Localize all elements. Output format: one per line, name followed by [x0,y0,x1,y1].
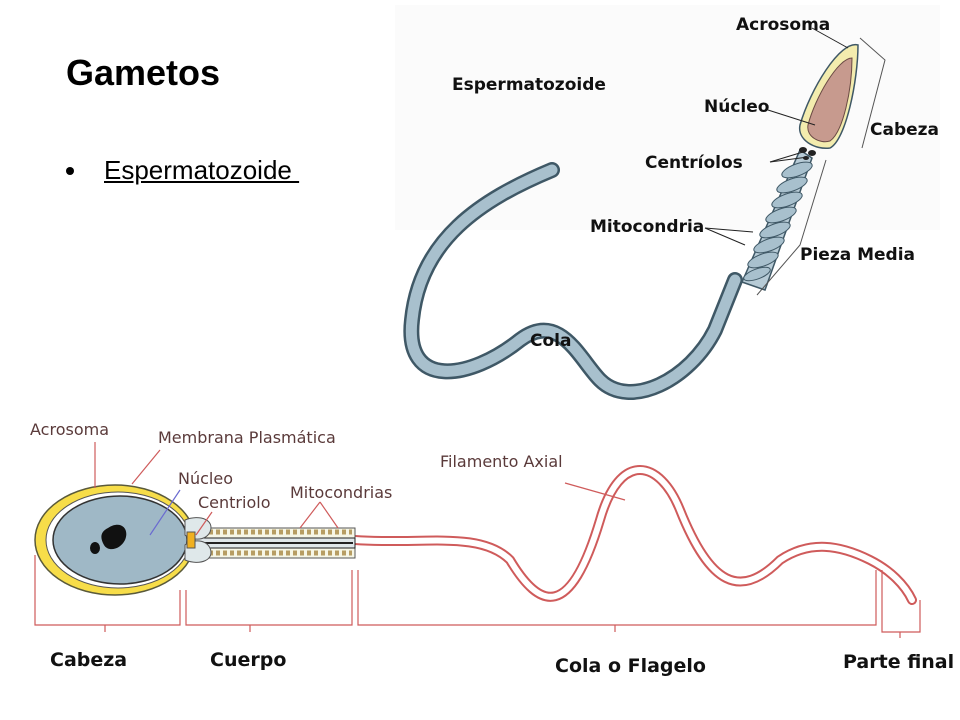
top-centrioles [799,147,816,160]
top-label-acrosoma: Acrosoma [736,15,830,35]
slide-title: Gametos [66,52,221,93]
bottom-flagellum-outline [350,465,917,605]
bottom-label-nucleo: Núcleo [178,469,233,488]
top-label-nucleo: Núcleo [704,97,769,117]
bottom-membrana-leader [131,449,161,485]
top-nucleo-leader [767,109,816,126]
section-label-cuerpo: Cuerpo [210,649,286,671]
bottom-mitocondrias-leader-1 [299,501,321,529]
top-centriolos-leader-2 [769,156,809,163]
bottom-midpiece [189,527,356,559]
section-label-cola: Cola o Flagelo [555,655,706,677]
bottom-label-filamento: Filamento Axial [440,452,563,471]
bottom-head [34,484,196,596]
top-diagram: Espermatozoide Acrosoma Núcleo Cabeza Ce… [395,5,940,400]
bracket-cola [357,570,877,632]
bottom-centriole [184,517,212,563]
top-diagram-bg [395,5,940,230]
bottom-nucleus-spot [101,524,127,550]
section-label-parte-final: Parte final [843,651,954,673]
bottom-flagellum [352,467,915,603]
top-label-pieza-media: Pieza Media [800,245,915,265]
bullet-item: Espermatozoide [66,155,299,186]
bottom-filamento-leader [564,482,626,501]
bottom-label-mitocondrias: Mitocondrias [290,483,392,502]
top-acrosoma-leader [811,27,849,49]
bottom-label-membrana: Membrana Plasmática [158,428,336,447]
bottom-diagram: Acrosoma Membrana Plasmática Núcleo Cent… [30,420,954,677]
top-centriolos-leader-1 [769,151,804,163]
bottom-label-acrosoma: Acrosoma [30,420,109,439]
top-mitocondria-leader-2 [704,227,746,246]
bottom-centriolo-leader [195,511,213,536]
cabeza-bracket [859,37,886,149]
bracket-cuerpo [185,570,353,632]
pieza-media-bracket [756,159,827,296]
bottom-nucleo-leader [149,489,181,536]
bullet-text[interactable]: Espermatozoide [104,155,300,185]
top-diagram-title: Espermatozoide [452,75,606,95]
section-label-cabeza: Cabeza [50,649,127,671]
top-label-cola: Cola [530,331,571,351]
top-mitocondria-leader-1 [704,227,754,233]
top-midpiece [740,148,813,291]
bracket-cabeza [34,555,181,632]
bracket-parte-final [881,570,921,638]
top-label-centriolos: Centríolos [645,153,743,173]
bullet-dot [66,166,74,175]
bottom-label-centriolo: Centriolo [198,493,270,512]
top-tail [405,164,741,398]
top-label-cabeza: Cabeza [870,120,939,140]
top-head [799,44,859,149]
top-label-mitocondria: Mitocondria [590,217,704,237]
bottom-mitocondrias-leader-2 [319,501,339,529]
